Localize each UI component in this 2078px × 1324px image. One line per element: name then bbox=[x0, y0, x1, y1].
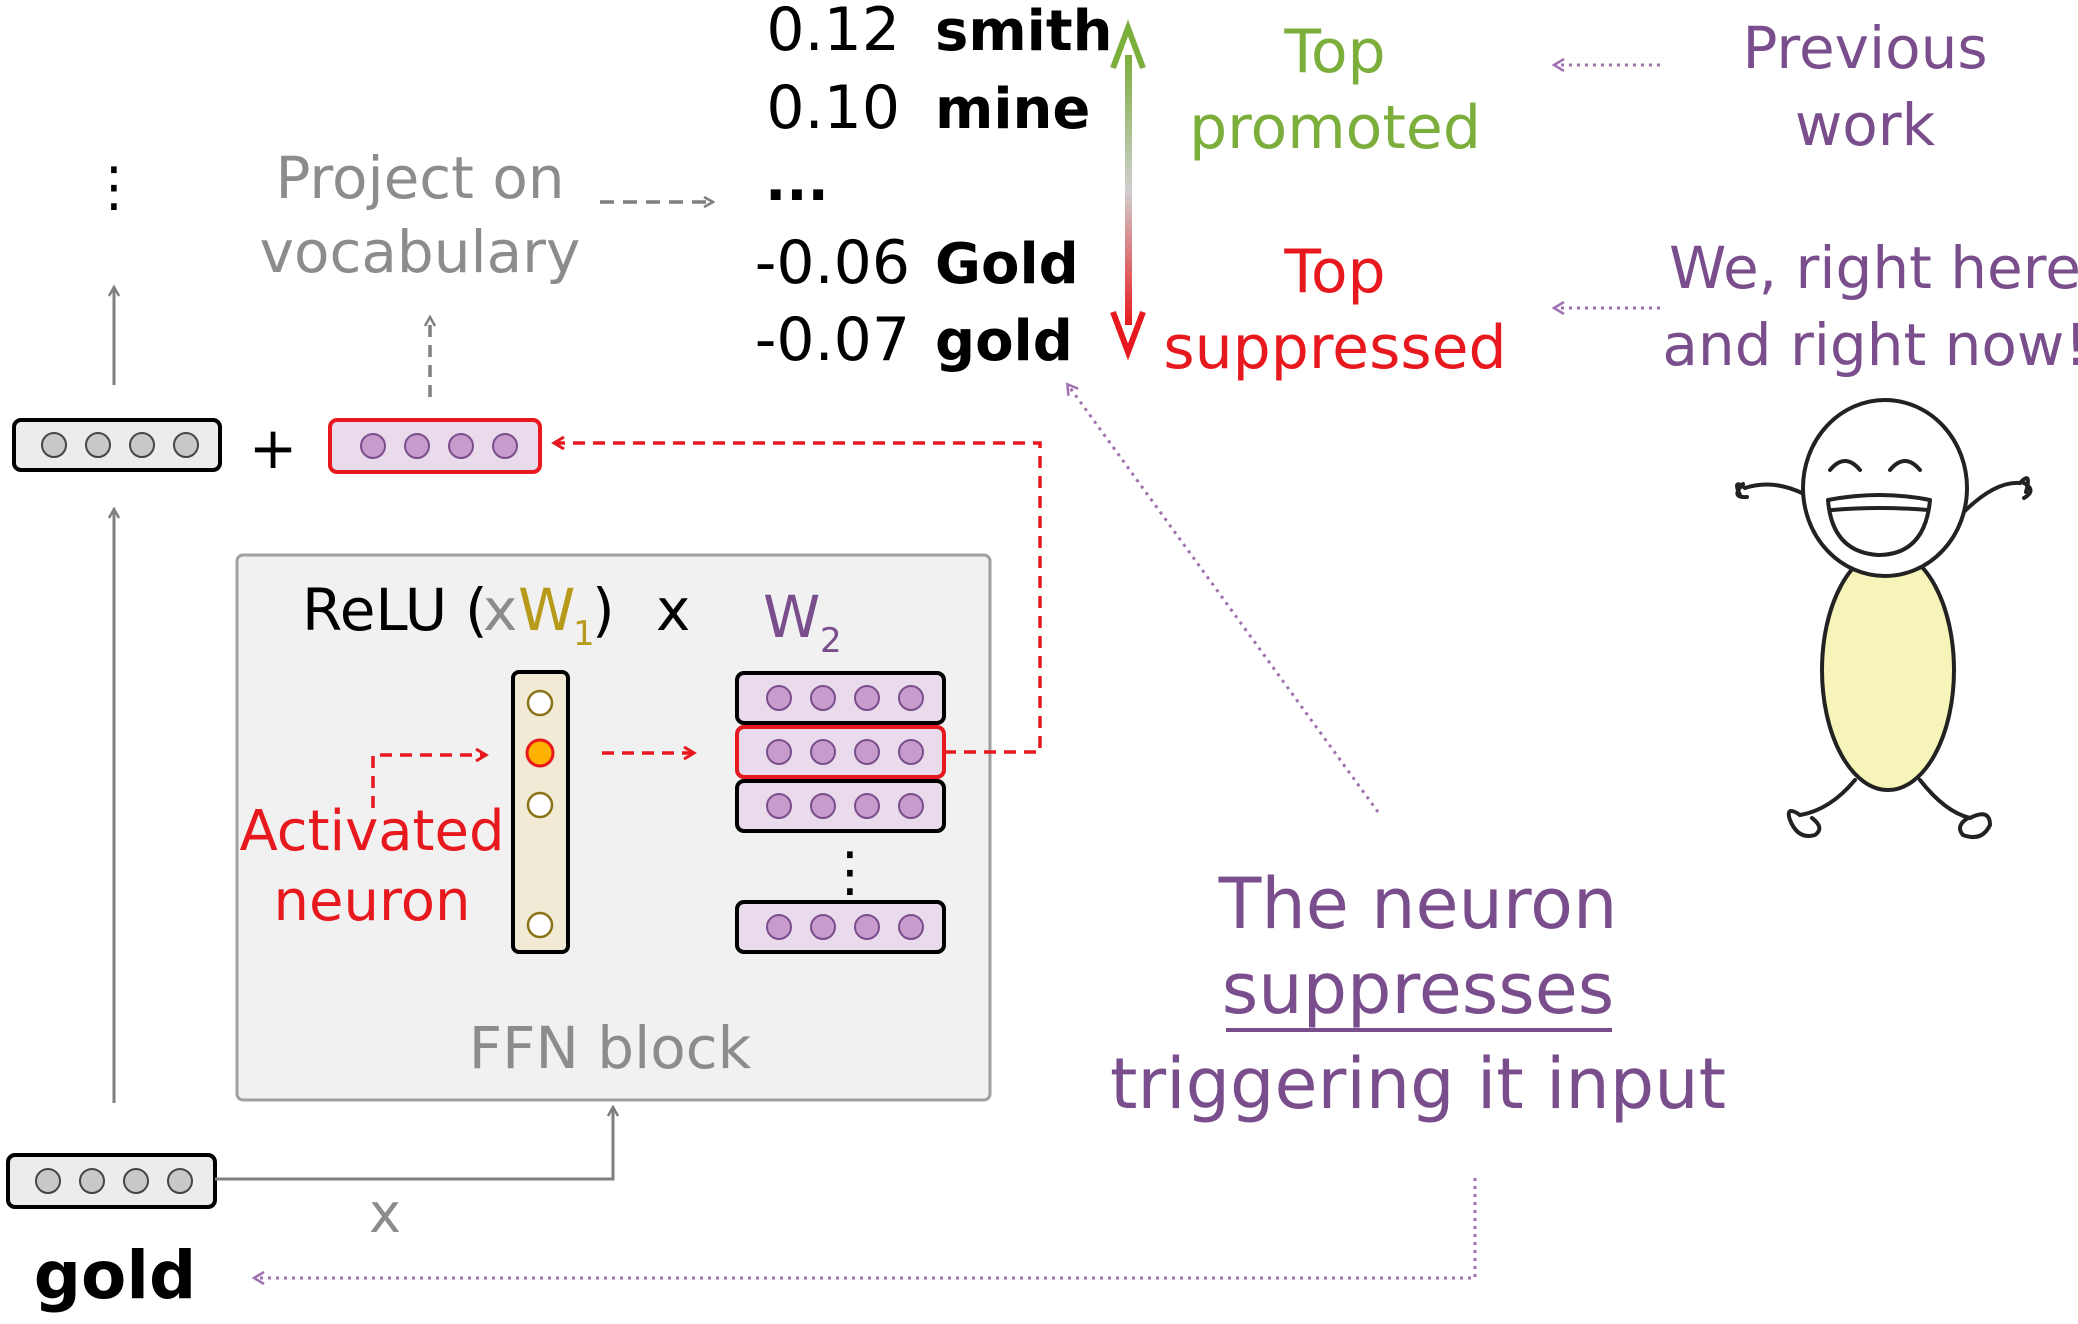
vocab-score: 0.12 bbox=[766, 0, 900, 65]
happy-figure-icon bbox=[1734, 398, 2033, 839]
ffn-block-label: FFN block bbox=[469, 1014, 752, 1082]
relu-paren-open: ( bbox=[465, 576, 488, 644]
w2-row bbox=[735, 671, 946, 725]
input-vector bbox=[6, 1153, 217, 1209]
vocab-token: smith bbox=[935, 0, 1113, 64]
top-suppressed-label: Top bbox=[1283, 237, 1385, 307]
residual-vector bbox=[12, 418, 222, 472]
vocab-ellipsis: ... bbox=[765, 149, 829, 214]
w1-label: W bbox=[518, 576, 575, 644]
top-promoted-label: Top bbox=[1283, 17, 1385, 87]
caption-to-list-arrow bbox=[1068, 385, 1380, 813]
neuron-caption: The neuron bbox=[1218, 863, 1618, 945]
w1-subscript: 1 bbox=[573, 614, 595, 654]
project-label: Project on bbox=[275, 144, 564, 212]
activated-neuron-label-2: neuron bbox=[274, 869, 471, 934]
we-here-label: We, right here bbox=[1669, 234, 2078, 302]
w2-vertical-ellipsis: ⋮ bbox=[823, 840, 877, 903]
activated-neuron-label: Activated bbox=[239, 799, 504, 864]
activated-pointer-arrow bbox=[371, 755, 485, 808]
promoted-suppressed-arrow bbox=[1110, 19, 1146, 361]
times-sign: x bbox=[656, 576, 690, 644]
relu-x: x bbox=[483, 576, 517, 644]
vertical-ellipsis: ⋮ bbox=[87, 155, 141, 218]
w2-matrix: ⋮ bbox=[735, 671, 946, 954]
w2-subscript: 2 bbox=[820, 621, 842, 661]
project-label-2: vocabulary bbox=[260, 218, 581, 286]
vocab-token: Gold bbox=[935, 232, 1079, 297]
neuron-caption-2: suppresses bbox=[1222, 948, 1615, 1030]
vocab-score: 0.10 bbox=[766, 73, 900, 143]
top-suppressed-label-2: suppressed bbox=[1163, 313, 1506, 383]
plus-sign: + bbox=[249, 414, 298, 482]
neuron-caption-3: triggering it input bbox=[1110, 1043, 1726, 1125]
caption-to-input-arrow bbox=[255, 1178, 1477, 1278]
vocab-score: -0.06 bbox=[755, 228, 910, 298]
w2-row-highlighted bbox=[735, 725, 946, 779]
input-x-label: x bbox=[369, 1182, 401, 1245]
vocab-list: 0.12 smith 0.10 mine ... -0.06 Gold -0.0… bbox=[755, 0, 1113, 375]
relu-paren-close: ) bbox=[592, 576, 615, 644]
previous-work-label-2: work bbox=[1795, 91, 1936, 159]
vocab-score: -0.07 bbox=[755, 305, 910, 375]
w2-row bbox=[735, 779, 946, 833]
vocab-token: gold bbox=[935, 309, 1073, 374]
top-promoted-label-2: promoted bbox=[1189, 93, 1481, 163]
vocab-token: mine bbox=[935, 77, 1090, 142]
input-token-label: gold bbox=[34, 1237, 196, 1314]
w2-row bbox=[735, 900, 946, 954]
relu-label: ReLU bbox=[302, 576, 447, 644]
activated-neuron-dot bbox=[525, 738, 555, 768]
w2-label: W bbox=[763, 583, 820, 651]
we-here-label-2: and right now! bbox=[1662, 311, 2078, 379]
relu-expression: ReLU ( x W 1 ) x W 2 bbox=[302, 576, 842, 661]
input-to-ffn-arrow bbox=[215, 1108, 613, 1181]
neuron-activation-column bbox=[511, 670, 570, 954]
ffn-output-vector bbox=[328, 418, 542, 474]
w2-to-output-arrow bbox=[555, 443, 1042, 754]
previous-work-label: Previous bbox=[1742, 14, 1987, 82]
